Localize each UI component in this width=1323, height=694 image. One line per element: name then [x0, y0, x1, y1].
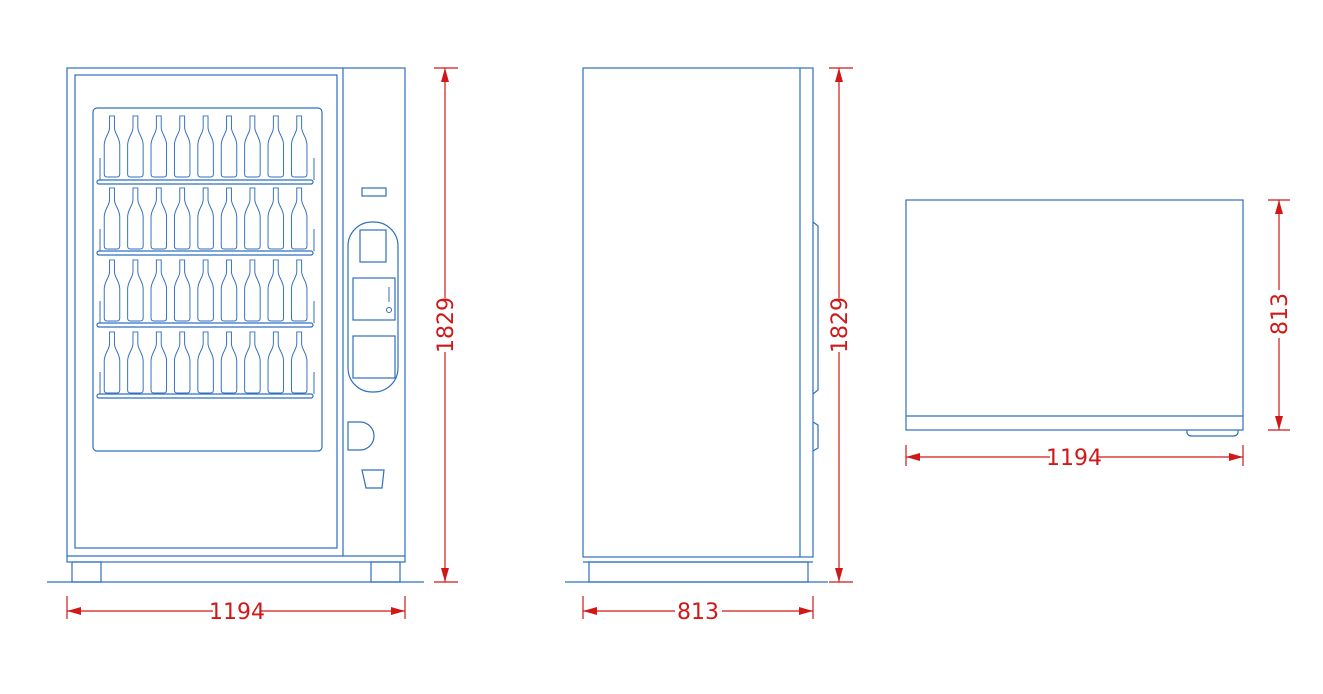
bottle: [290, 115, 308, 178]
door-frame: [74, 74, 338, 549]
bottle: [103, 187, 121, 250]
side-cabinet: [582, 67, 814, 558]
bottle: [127, 259, 144, 322]
front-width-label: 1194: [209, 600, 265, 625]
bottle: [220, 259, 238, 322]
glass-window: [92, 107, 323, 452]
foot-right: [370, 561, 401, 583]
top-width-label: 1194: [1046, 446, 1102, 471]
bottle: [150, 259, 168, 322]
shelf: [96, 179, 314, 185]
bottle: [103, 115, 121, 178]
top-depth-label: 813: [1268, 293, 1293, 335]
bottle: [267, 331, 285, 394]
bottle: [244, 187, 261, 250]
bottle: [220, 187, 238, 250]
side-height-dimension: 1829: [828, 67, 853, 583]
top-panel-bulge: [1186, 430, 1239, 437]
bottle: [290, 402, 308, 451]
bottle: [290, 187, 308, 250]
bottle: [220, 331, 238, 394]
foot-left: [71, 561, 102, 583]
bottle: [150, 115, 168, 178]
side-depth-label: 813: [677, 600, 719, 625]
cabinet-outline: [66, 67, 406, 563]
selection-display: [359, 229, 387, 263]
pickup-cup: [361, 469, 385, 489]
top-cabinet: [905, 199, 1244, 431]
bottle: [150, 402, 168, 451]
bottle: [173, 187, 191, 250]
bottle: [103, 331, 121, 394]
side-height-label: 1829: [828, 297, 853, 353]
shelf: [96, 393, 314, 399]
bottle: [127, 187, 144, 250]
bottle: [127, 115, 144, 178]
bottle: [197, 187, 214, 250]
front-view: 1194 1829: [47, 67, 459, 625]
keypad-panel: [352, 277, 396, 321]
front-height-label: 1829: [434, 297, 459, 353]
coin-slot-icon: [386, 307, 392, 313]
bottle: [103, 402, 121, 451]
bottle: [173, 331, 191, 394]
bottle: [197, 115, 214, 178]
front-width-dimension: 1194: [66, 596, 406, 625]
bottle: [150, 331, 168, 394]
coin-return: [347, 421, 375, 451]
bottle-grid: [96, 115, 315, 451]
bottle: [126, 402, 144, 451]
bill-acceptor: [352, 335, 396, 379]
bottle: [197, 331, 214, 394]
bottle: [220, 115, 238, 178]
bottle: [197, 259, 214, 322]
bottle: [103, 259, 121, 322]
bottle: [173, 259, 191, 322]
bottle: [267, 402, 285, 451]
bottle: [290, 259, 308, 322]
bottle: [267, 115, 285, 178]
side-coin-return: [812, 421, 819, 452]
bottle: [244, 259, 261, 322]
bottle: [220, 402, 238, 451]
bottle: [267, 187, 285, 250]
top-width-dimension: 1194: [905, 445, 1244, 471]
bottle: [290, 331, 308, 394]
shelf: [96, 322, 314, 328]
bottle: [244, 115, 261, 178]
bottle: [244, 331, 261, 394]
side-view: 813 1829: [565, 67, 853, 625]
bottle: [173, 402, 191, 451]
side-panel-bulge: [812, 221, 819, 395]
shelf: [96, 250, 314, 256]
top-depth-dimension: 813: [1268, 199, 1293, 431]
front-height-dimension: 1829: [434, 67, 459, 583]
top-view: 1194 813: [905, 199, 1293, 471]
bottle: [267, 259, 285, 322]
display-slot: [361, 187, 387, 197]
control-panel: [347, 221, 399, 393]
side-base: [588, 561, 809, 583]
bottle: [127, 331, 144, 394]
bottle: [197, 402, 215, 451]
side-depth-dimension: 813: [582, 596, 814, 625]
bottle: [150, 187, 168, 250]
bottle: [173, 115, 191, 178]
bottle: [243, 402, 261, 451]
